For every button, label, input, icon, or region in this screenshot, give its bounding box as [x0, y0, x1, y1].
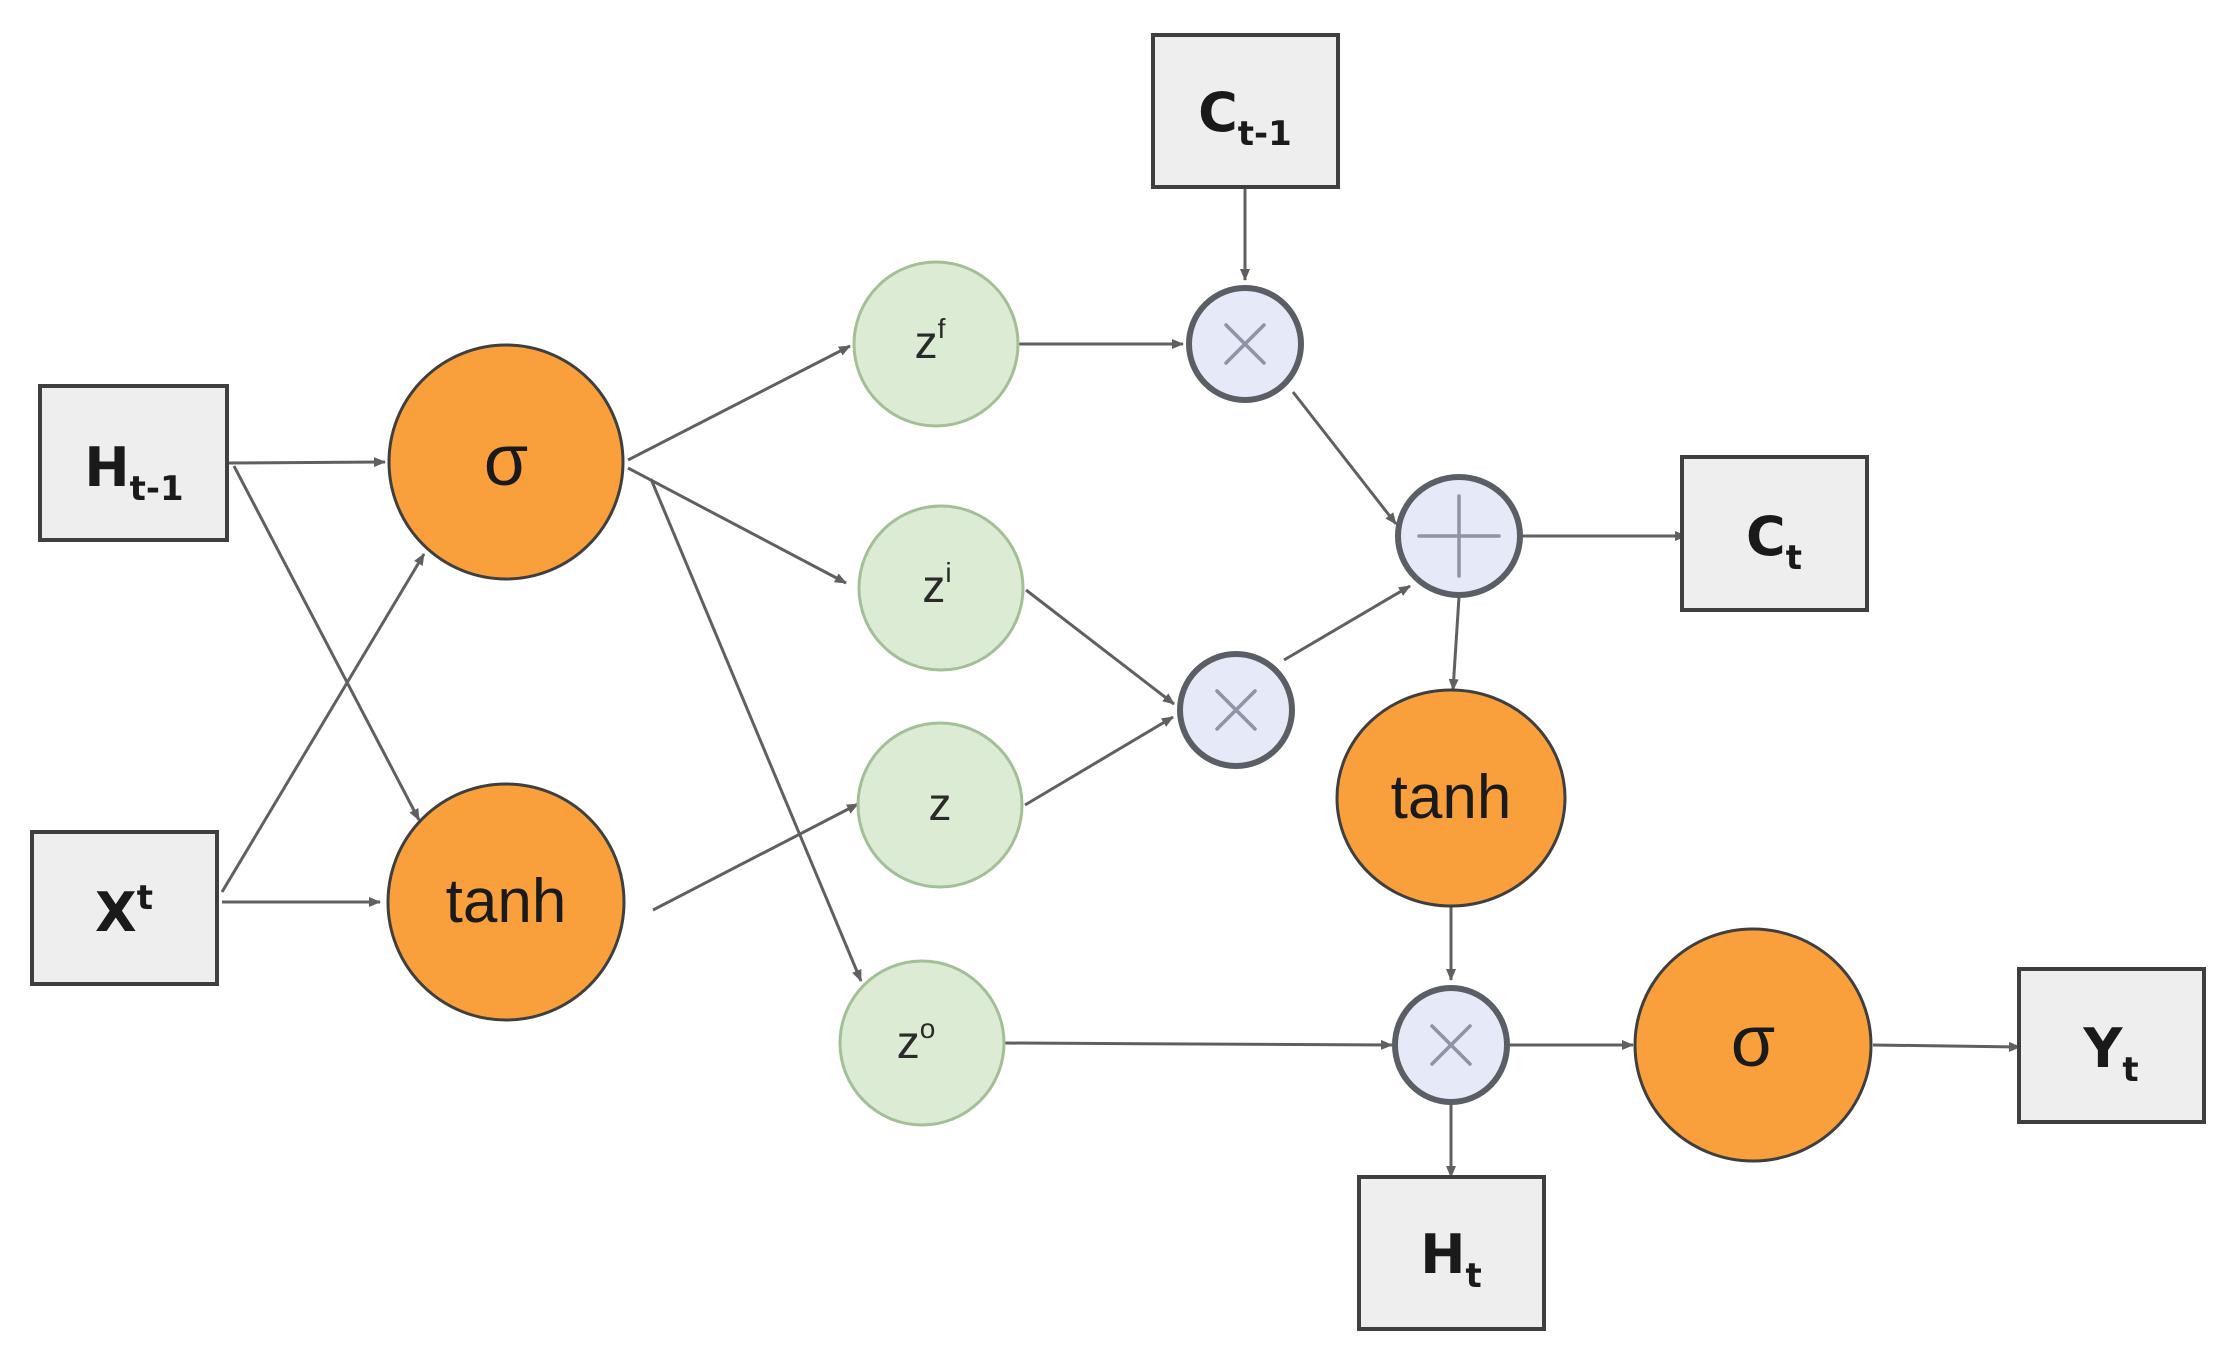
box-c-prev-main: C	[1198, 81, 1238, 144]
box-x-t-sup: t	[137, 878, 153, 918]
box-h-t: Ht	[1357, 1175, 1546, 1331]
gate-z-candidate: z	[856, 721, 1024, 889]
activation-sigma-output-label: σ	[1731, 1002, 1775, 1082]
box-h-prev-main: H	[84, 436, 129, 499]
svg-text:Ht: Ht	[1420, 1223, 1481, 1296]
operator-multiply-output	[1392, 985, 1510, 1105]
box-c-t-main: C	[1746, 505, 1786, 568]
operator-add-cell	[1395, 474, 1523, 598]
svg-text:Yt: Yt	[2082, 1017, 2138, 1090]
box-h-prev: Ht-1	[38, 384, 229, 542]
multiply-icon	[1215, 689, 1257, 731]
box-h-prev-sub: t-1	[130, 469, 184, 509]
multiply-icon	[1430, 1024, 1472, 1066]
gate-z-forget-sup: f	[938, 313, 946, 344]
gate-z-forget-main: z	[915, 316, 938, 368]
edge-hprev-tanh	[232, 465, 421, 821]
edge-tanh-z	[652, 802, 859, 912]
box-y-t-main: Y	[2082, 1017, 2123, 1080]
svg-text:Ct-1: Ct-1	[1198, 81, 1292, 154]
gate-z-input-sup: i	[945, 557, 951, 588]
box-y-t: Yt	[2017, 967, 2206, 1124]
edge-muli-add	[1283, 584, 1411, 662]
box-c-prev: Ct-1	[1151, 33, 1340, 189]
box-h-t-sub: t	[1465, 1256, 1481, 1296]
edge-sigma-zf	[627, 344, 851, 462]
activation-sigma-output: σ	[1633, 927, 1873, 1163]
edges	[220, 187, 2021, 1178]
edge-z-muli	[1024, 715, 1174, 807]
box-h-t-main: H	[1420, 1223, 1465, 1286]
box-y-t-sub: t	[2122, 1050, 2138, 1090]
activation-tanh-cell-label: tanh	[1391, 763, 1512, 832]
operator-multiply-forget	[1186, 285, 1304, 403]
activation-sigma-input-label: σ	[484, 421, 528, 501]
gate-z-output: zo	[838, 959, 1006, 1127]
edge-zo-mulo	[1003, 1039, 1393, 1050]
operator-multiply-input	[1177, 651, 1295, 769]
gate-z-output-main: z	[897, 1016, 920, 1068]
box-c-prev-sub: t-1	[1238, 114, 1292, 154]
box-x-t-main: X	[95, 881, 137, 944]
svg-text:Xt: Xt	[95, 878, 153, 944]
edge-hprev-sigma	[227, 457, 386, 468]
svg-text:Ct: Ct	[1746, 505, 1802, 578]
gate-z-forget: zf	[852, 260, 1020, 428]
activation-tanh-input-label: tanh	[446, 867, 567, 936]
edge-sigma-zo	[649, 478, 863, 982]
edge-sigma-zi	[627, 466, 847, 585]
gate-z-candidate-main: z	[929, 778, 952, 830]
svg-text:Ht-1: Ht-1	[84, 436, 183, 509]
multiply-icon	[1224, 323, 1266, 365]
activation-tanh-cell: tanh	[1335, 688, 1567, 908]
box-x-t: Xt	[30, 830, 219, 986]
plus-icon	[1417, 494, 1501, 578]
gate-z-output-sup: o	[920, 1013, 936, 1044]
edge-mulf-add	[1291, 391, 1398, 525]
svg-text:zo: zo	[897, 1013, 936, 1068]
box-c-t: Ct	[1680, 455, 1869, 612]
gate-z-input-main: z	[922, 560, 945, 612]
gate-z-input: zi	[857, 504, 1025, 672]
svg-text:zf: zf	[915, 313, 946, 368]
svg-text:zi: zi	[922, 557, 951, 612]
edge-add-tanh	[1448, 596, 1461, 691]
box-c-t-sub: t	[1786, 538, 1802, 578]
edge-sigma-yt	[1872, 1041, 2021, 1052]
activation-tanh-input: tanh	[386, 782, 626, 1022]
edge-zi-muli	[1025, 588, 1175, 706]
activation-sigma-input: σ	[387, 343, 625, 581]
edge-xt-sigma	[220, 553, 426, 893]
